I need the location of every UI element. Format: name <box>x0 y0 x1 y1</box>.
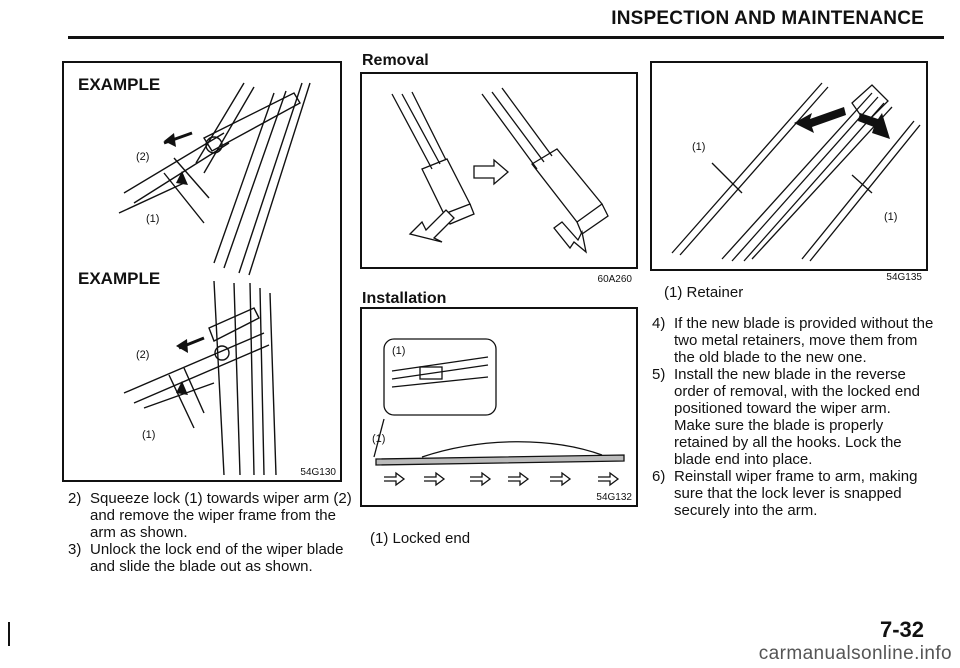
callout-retainer-left: (1) <box>692 141 706 153</box>
retainer-illustration <box>671 82 921 262</box>
callout-wiper-arm-b: (2) <box>136 349 150 361</box>
figure-installation: (1) (1) 54G132 <box>360 307 638 507</box>
step-number: 2) <box>68 490 82 507</box>
step-line: and slide the blade out as shown. <box>90 558 313 575</box>
installation-heading: Installation <box>362 290 447 307</box>
page-header-title: INSPECTION AND MAINTENANCE <box>611 8 924 29</box>
callout-wiper-arm: (2) <box>136 151 150 163</box>
page-number: 7-32 <box>879 617 924 642</box>
removal-illustration <box>391 87 609 254</box>
direction-arrows <box>384 471 620 487</box>
step-line: securely into the arm. <box>674 502 818 519</box>
retainer-caption: (1) Retainer <box>664 284 744 301</box>
removal-heading: Removal <box>362 52 429 69</box>
step-line: Reinstall wiper frame to arm, making <box>674 468 918 485</box>
left-steps: 2) Squeeze lock (1) towards wiper arm (2… <box>68 490 358 575</box>
step-line: order of removal, with the locked end <box>674 383 920 400</box>
footer-watermark: carmanualsonline.info <box>758 643 952 664</box>
callout-lock-b: (1) <box>142 429 156 441</box>
figure-removal: 60A260 <box>360 72 638 285</box>
step-4: 4) If the new blade is provided without … <box>652 315 942 366</box>
step-3: 3) Unlock the lock end of the wiper blad… <box>68 541 358 575</box>
figure-wiper-arm-examples: EXAMPLE EXAMPLE (2) (1) (2) (1) 54G130 <box>62 61 342 482</box>
callout-retainer-right: (1) <box>884 211 898 223</box>
wiper-arm-illustration <box>118 82 311 476</box>
step-line: arm as shown. <box>90 524 188 541</box>
step-line: Make sure the blade is properly <box>674 417 884 434</box>
header-rule <box>68 36 944 39</box>
installation-caption: (1) Locked end <box>370 530 471 547</box>
step-line: If the new blade is provided without the <box>674 315 934 332</box>
step-line: Unlock the lock end of the wiper blade <box>90 541 344 558</box>
figure-code: 54G132 <box>596 492 632 503</box>
step-number: 6) <box>652 468 666 485</box>
right-steps: 4) If the new blade is provided without … <box>652 315 942 519</box>
figure-retainer: (1) (1) 54G135 <box>650 61 928 283</box>
example-label-bottom: EXAMPLE <box>78 269 161 288</box>
installation-illustration <box>373 338 625 487</box>
step-line: Squeeze lock (1) towards wiper arm (2) <box>90 490 352 507</box>
figure-code: 54G135 <box>886 272 922 283</box>
step-line: the old blade to the new one. <box>674 349 867 366</box>
step-line: two metal retainers, move them from <box>674 332 918 349</box>
step-line: and remove the wiper frame from the <box>90 507 336 524</box>
step-line: retained by all the hooks. Lock the <box>674 434 902 451</box>
step-line: positioned toward the wiper arm. <box>674 400 891 417</box>
figure-code: 54G130 <box>300 467 336 478</box>
callout-locked-end: (1) <box>372 433 386 445</box>
step-line: Install the new blade in the reverse <box>674 366 906 383</box>
step-5: 5) Install the new blade in the reverse … <box>652 366 942 468</box>
step-number: 5) <box>652 366 666 383</box>
figure-code: 60A260 <box>597 274 632 285</box>
left-margin-bar <box>8 622 10 646</box>
callout-lock: (1) <box>146 213 160 225</box>
step-number: 4) <box>652 315 666 332</box>
example-label-top: EXAMPLE <box>78 75 161 94</box>
step-2: 2) Squeeze lock (1) towards wiper arm (2… <box>68 490 358 541</box>
step-number: 3) <box>68 541 82 558</box>
callout-locked-end-inset: (1) <box>392 345 406 357</box>
step-6: 6) Reinstall wiper frame to arm, making … <box>652 468 942 519</box>
step-line: sure that the lock lever is snapped <box>674 485 902 502</box>
step-line: blade end into place. <box>674 451 813 468</box>
